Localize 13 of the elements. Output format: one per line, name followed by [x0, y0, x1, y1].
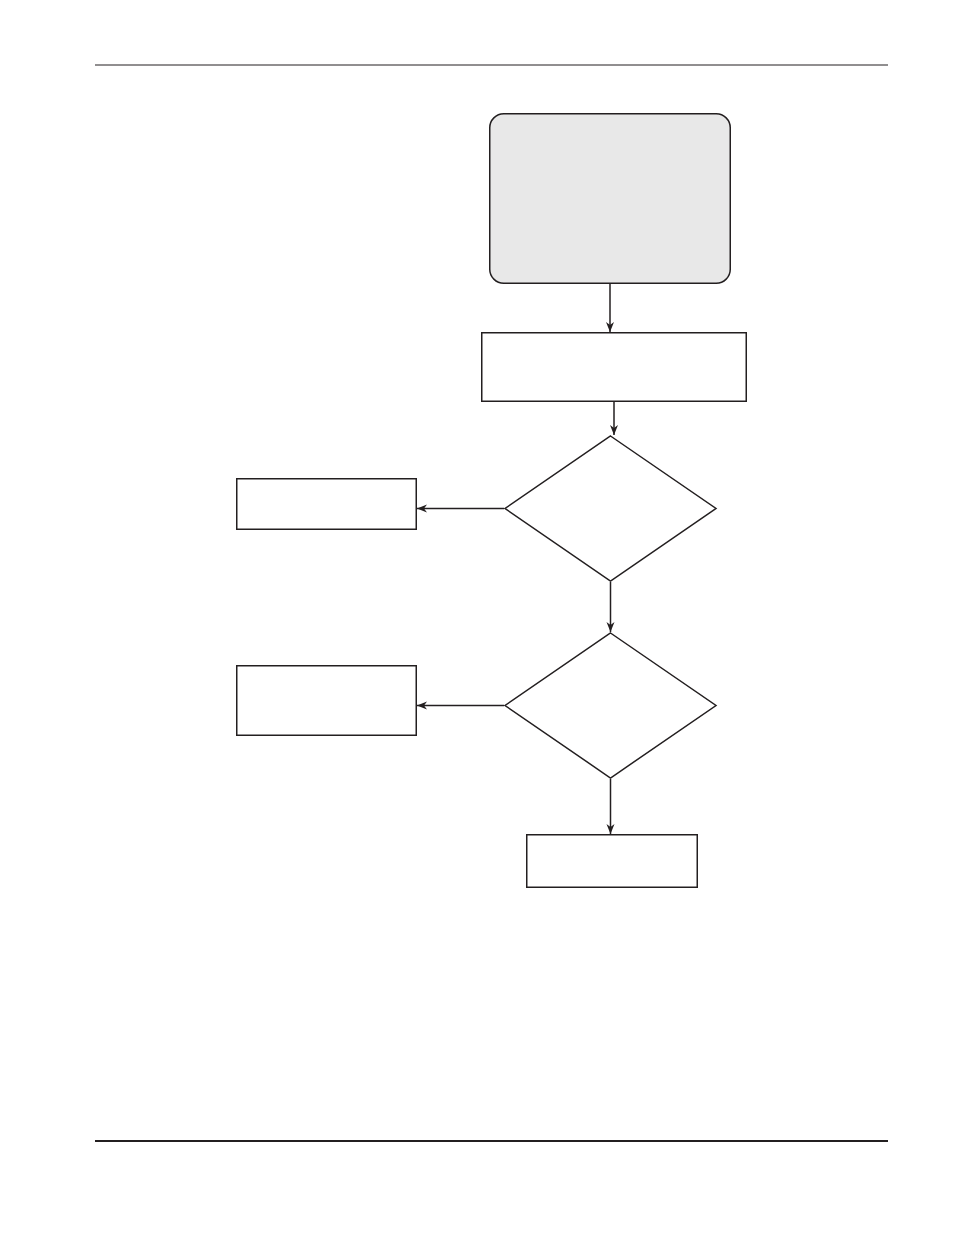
process-box [236, 478, 417, 530]
process-box [236, 665, 417, 736]
arrow [606, 581, 615, 633]
decision-diamond [504, 632, 717, 779]
arrow [416, 504, 505, 513]
decision-diamond [504, 435, 717, 582]
arrow [610, 401, 618, 436]
process-box [481, 332, 747, 402]
process-box [526, 834, 698, 888]
start-box [489, 113, 731, 284]
arrow [416, 701, 505, 710]
arrow [606, 283, 614, 333]
arrow [606, 778, 615, 835]
